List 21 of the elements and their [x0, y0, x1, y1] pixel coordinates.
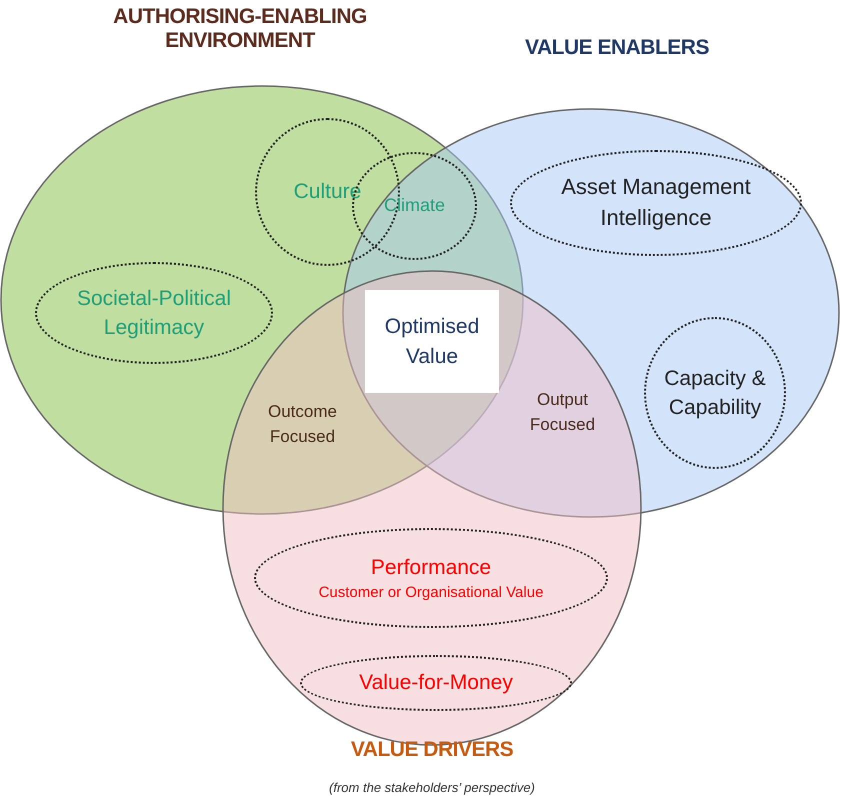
concept-label: Asset Management Intelligence — [560, 173, 752, 232]
concept-label: Value-for-Money — [359, 670, 513, 696]
dotted-ellipse — [644, 317, 786, 469]
dotted-ellipse — [510, 150, 802, 256]
concept-label: Culture — [294, 179, 362, 206]
concept-label: Performance — [370, 554, 492, 581]
dotted-ellipse — [254, 528, 608, 628]
dotted-ellipse — [300, 655, 572, 711]
overlap-label: Outcome Focused — [267, 401, 338, 448]
concept-label: Climate — [384, 194, 445, 218]
circle-heading: AUTHORISING-ENABLING ENVIRONMENT — [112, 5, 368, 53]
concept-label: Societal-Political Legitimacy — [76, 286, 232, 341]
circle-heading: VALUE DRIVERS — [350, 738, 514, 762]
concept-label: Optimised Value — [384, 314, 480, 370]
concept-label: Capacity & Capability — [663, 366, 767, 421]
highlight-box — [365, 290, 499, 393]
caption: (from the stakeholders’ perspective) — [328, 780, 536, 795]
sub-label: Customer or Organisational Value — [318, 583, 544, 604]
circle-heading: VALUE ENABLERS — [524, 36, 710, 60]
overlap-label: Output Focused — [528, 389, 596, 436]
dotted-ellipse — [35, 262, 273, 364]
